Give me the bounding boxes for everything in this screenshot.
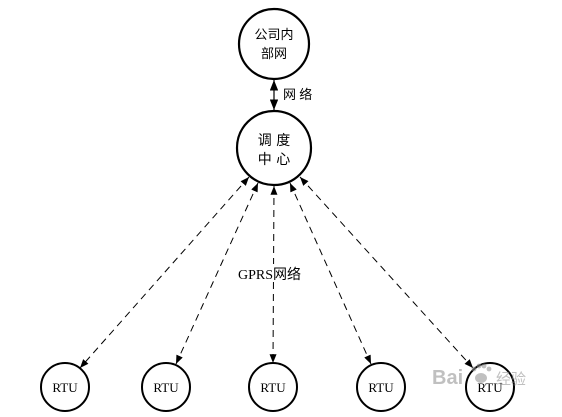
rtu-node-2: RTU bbox=[141, 362, 191, 412]
rtu-label: RTU bbox=[260, 380, 286, 395]
company-intranet-label-line2: 部网 bbox=[261, 47, 287, 62]
dispatch-center-node: 调 度 中 心 bbox=[235, 109, 313, 187]
company-intranet-node: 公司内 部网 bbox=[237, 7, 311, 81]
dispatch-center-label-line1: 调 度 bbox=[258, 133, 290, 149]
rtu-label: RTU bbox=[52, 380, 78, 395]
gprs-label-backdrop bbox=[236, 264, 308, 282]
rtu-node-1: RTU bbox=[40, 362, 90, 412]
rtu-circle bbox=[248, 362, 298, 412]
gprs-link-2 bbox=[175, 182, 259, 365]
paw-icon bbox=[471, 363, 492, 383]
company-intranet-label-line1: 公司内 bbox=[254, 27, 293, 43]
rtu-label: RTU bbox=[153, 380, 179, 395]
gprs-link-5 bbox=[299, 176, 474, 369]
gprs-link-1 bbox=[79, 176, 250, 369]
gprs-link-label: GPRS网络 bbox=[238, 267, 301, 283]
rtu-circle bbox=[356, 362, 406, 412]
company-intranet-circle bbox=[237, 7, 311, 81]
rtu-label: RTU bbox=[477, 380, 503, 395]
rtu-label: RTU bbox=[368, 380, 394, 395]
rtu-circle bbox=[141, 362, 191, 412]
rtu-node-3: RTU bbox=[248, 362, 298, 412]
watermark-logo: Bai 经验 bbox=[432, 363, 526, 389]
dispatch-center-circle bbox=[235, 109, 313, 187]
watermark-text-left: Bai bbox=[432, 367, 463, 389]
rtu-node-4: RTU bbox=[356, 362, 406, 412]
dispatch-center-label-line2: 中 心 bbox=[258, 152, 290, 168]
intranet-link-label: 网 络 bbox=[283, 87, 312, 102]
rtu-circle bbox=[40, 362, 90, 412]
watermark-text-right: 经验 bbox=[496, 370, 526, 388]
